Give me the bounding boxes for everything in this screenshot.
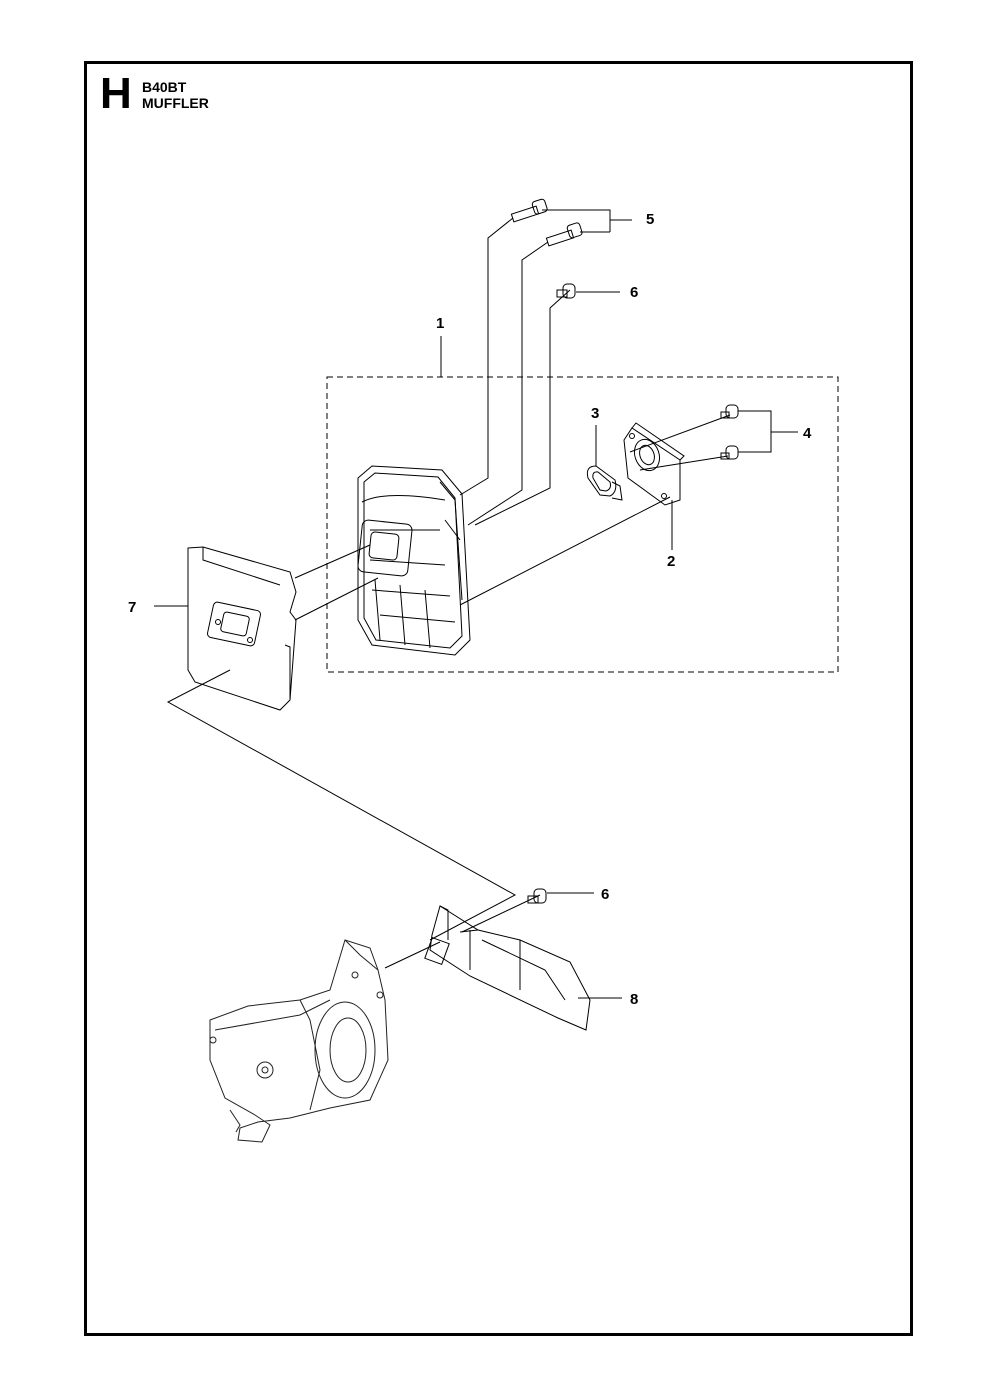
callout-5: 5	[646, 211, 654, 228]
screw-4b	[720, 445, 739, 460]
cover-plate-2	[623, 422, 685, 506]
callout-6-top: 6	[630, 284, 638, 301]
page-frame	[84, 61, 913, 1336]
bolt-5b	[545, 222, 583, 247]
model-name: B40BT	[142, 79, 187, 95]
leader-lines	[154, 209, 798, 999]
callout-1: 1	[436, 315, 444, 332]
bolt-5a	[510, 198, 548, 223]
assembly-lines	[166, 217, 731, 969]
callout-7: 7	[128, 599, 136, 616]
screw-6-bottom	[527, 888, 547, 904]
callout-labels: 1 2 3 4 5 6 6 7 8	[128, 211, 812, 1008]
crankcase	[209, 939, 389, 1143]
callout-8: 8	[630, 991, 638, 1008]
callout-4: 4	[803, 425, 812, 442]
screw-6-top	[556, 283, 576, 299]
page-title: MUFFLER	[142, 95, 209, 111]
assembly-group-box	[326, 376, 839, 673]
heat-shield-7	[187, 546, 297, 711]
section-letter: H	[100, 69, 132, 118]
callout-6-bottom: 6	[601, 886, 609, 903]
muffler-cover-8	[424, 905, 591, 1031]
muffler-body	[357, 465, 471, 656]
callout-2: 2	[667, 553, 675, 570]
callout-3: 3	[591, 405, 599, 422]
screw-4a	[720, 404, 739, 419]
spark-arrestor-3	[586, 465, 623, 501]
